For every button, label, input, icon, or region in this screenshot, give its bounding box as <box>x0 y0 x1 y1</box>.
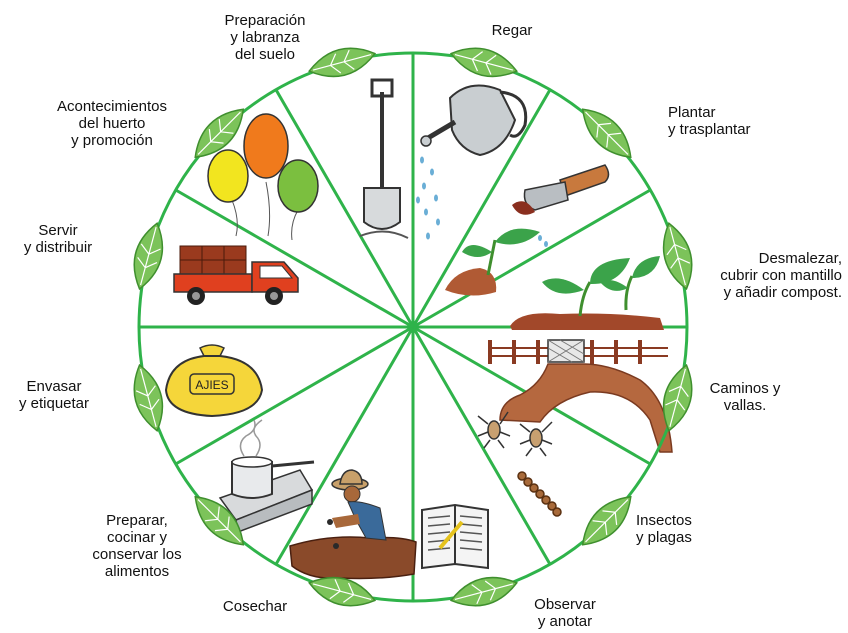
leaf-icon <box>449 576 518 607</box>
label-insects: Insectos y plagas <box>636 512 692 546</box>
truck-icon <box>173 245 299 305</box>
label-paths-fences: Caminos y vallas. <box>709 380 781 414</box>
sack-label: AJIES <box>195 378 228 392</box>
fence-path-icon <box>488 339 673 453</box>
balloons-icon <box>207 113 319 241</box>
cooking-pot-icon <box>218 419 315 534</box>
spoke <box>274 88 415 328</box>
label-watering: Regar <box>491 22 533 39</box>
leaf-icon <box>449 47 518 78</box>
leaf-icon <box>662 222 693 291</box>
farmer-harvest-icon <box>289 469 417 580</box>
watering-can-icon <box>416 84 528 240</box>
trowel-seedling-icon <box>445 164 610 296</box>
wheel-rim <box>137 51 689 603</box>
leaf-icon <box>662 363 693 432</box>
label-soil-preparation: Preparación y labranza del suelo <box>224 12 306 63</box>
spoke <box>412 188 652 329</box>
leaf-icon <box>194 108 245 159</box>
spoke <box>174 188 414 329</box>
notebook-icon <box>421 503 489 570</box>
sprouts-mulch-icon <box>510 256 664 330</box>
label-weeding: Desmalezar, cubrir con mantillo y añadir… <box>720 250 842 301</box>
shovel-icon <box>359 78 409 239</box>
leaf-icon <box>133 222 164 291</box>
leaf-icon <box>308 576 377 607</box>
label-cooking: Preparar, cocinar y conservar los alimen… <box>92 512 182 580</box>
insects-icon <box>477 411 562 517</box>
leaf-icon <box>194 495 245 546</box>
spoke <box>174 325 414 466</box>
label-packaging: Envasar y etiquetar <box>18 378 90 412</box>
leaf-icon <box>133 363 164 432</box>
spoke <box>411 88 552 328</box>
spoke <box>274 326 415 566</box>
label-events: Acontecimientos del huerto y promoción <box>56 98 168 149</box>
label-distribution: Servir y distribuir <box>23 222 93 256</box>
spoke <box>411 326 552 566</box>
label-planting: Plantar y trasplantar <box>668 104 751 138</box>
rim-leaves <box>133 47 693 607</box>
leaf-icon <box>581 495 632 546</box>
leaf-icon <box>581 108 632 159</box>
leaf-icon <box>308 47 377 78</box>
sack-icon: AJIES <box>164 344 264 418</box>
label-observe: Observar y anotar <box>534 596 596 630</box>
label-harvest: Cosechar <box>222 598 288 615</box>
